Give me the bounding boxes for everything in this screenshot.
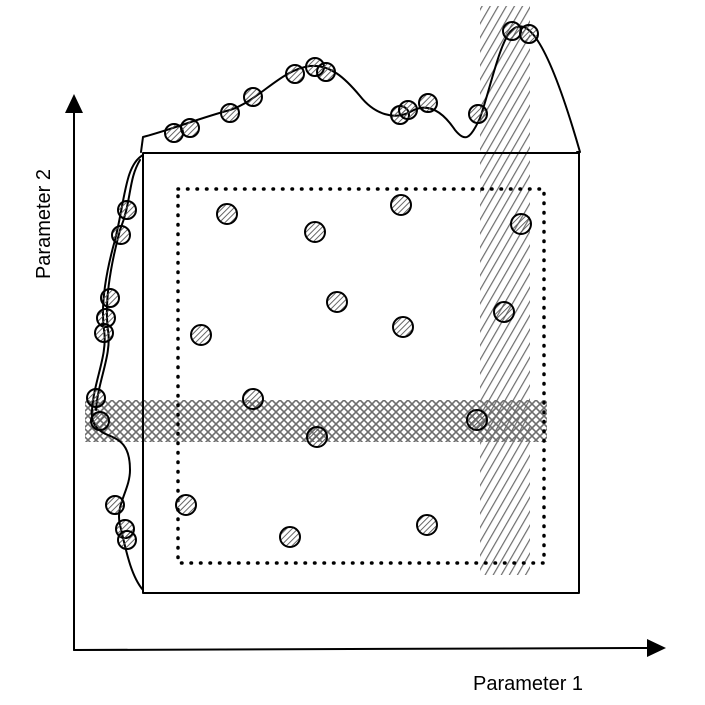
projected-point <box>418 93 438 113</box>
sample-point <box>279 526 301 548</box>
sample-point <box>416 514 438 536</box>
sample-point <box>175 494 197 516</box>
projected-point <box>105 495 125 515</box>
projected-point <box>117 200 137 220</box>
projected-point <box>398 100 418 120</box>
projected-point <box>220 103 240 123</box>
projected-point <box>502 21 522 41</box>
x-axis-arrowhead <box>647 639 666 657</box>
projected-point <box>94 323 114 343</box>
sample-point <box>242 388 264 410</box>
sample-point <box>326 291 348 313</box>
left-projected-points <box>86 200 137 550</box>
projected-point <box>243 87 263 107</box>
top-projected-points <box>164 21 539 143</box>
projected-point <box>316 62 336 82</box>
sample-point <box>306 426 328 448</box>
projected-point <box>111 225 131 245</box>
sample-point <box>510 213 532 235</box>
x-axis-line <box>73 647 651 651</box>
sample-point <box>390 194 412 216</box>
x-axis-label: Parameter 1 <box>473 673 583 695</box>
projected-point <box>100 288 120 308</box>
vertical-hatched-band <box>480 6 530 575</box>
sample-point <box>392 316 414 338</box>
dotted-inner-square <box>176 187 546 565</box>
sample-point <box>304 221 326 243</box>
projected-point <box>86 388 106 408</box>
left-marginal-curve-echo <box>95 159 141 411</box>
y-axis-arrowhead <box>65 94 83 113</box>
interior-points <box>175 194 532 548</box>
sample-point <box>466 409 488 431</box>
sample-point <box>493 301 515 323</box>
projected-point <box>90 411 110 431</box>
sample-point <box>216 203 238 225</box>
projected-point <box>180 118 200 138</box>
projected-point <box>285 64 305 84</box>
y-axis-label: Parameter 2 <box>33 169 55 279</box>
projected-point <box>117 530 137 550</box>
projected-point <box>468 104 488 124</box>
parameter-space-square <box>142 152 580 594</box>
sample-point <box>190 324 212 346</box>
projected-point <box>519 24 539 44</box>
